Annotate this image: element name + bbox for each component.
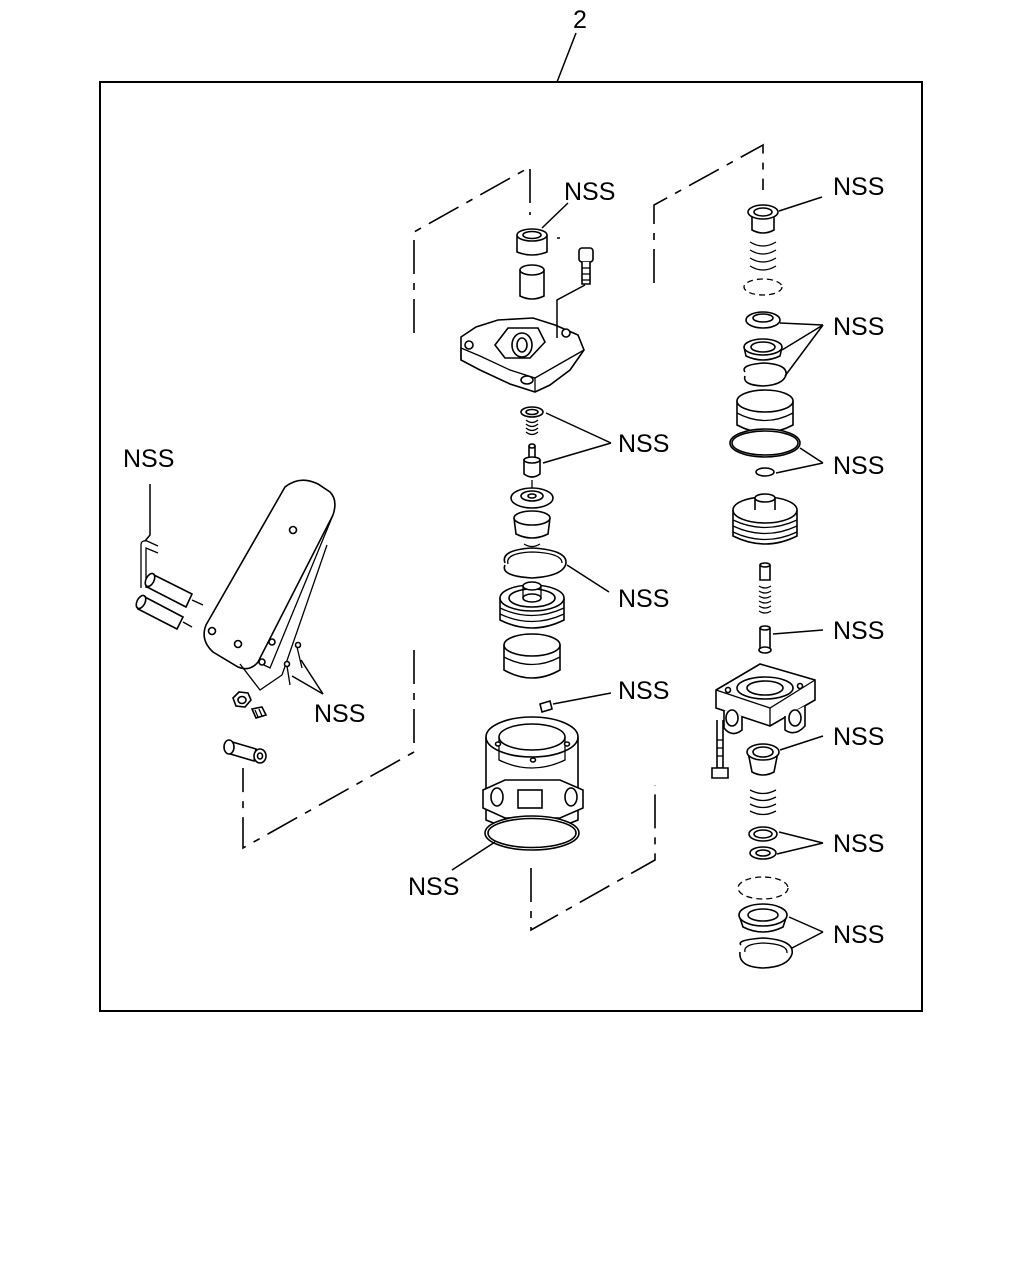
sleeve	[503, 633, 561, 679]
valve-body	[482, 716, 584, 831]
stopper	[223, 739, 267, 764]
seal-cup	[743, 338, 783, 361]
bushing	[516, 228, 548, 256]
hex-nut	[232, 691, 252, 708]
spring	[749, 241, 777, 271]
snap-ring	[503, 547, 567, 579]
nss-labels: NSS NSS NSS NSS NSS NSS NSS NSS NSS NSS …	[123, 173, 884, 949]
snap-ring	[739, 937, 794, 969]
bolt	[711, 720, 729, 779]
bleed-screw	[758, 625, 772, 654]
right-valve-stack	[711, 204, 816, 969]
small-pin	[539, 699, 553, 714]
nss-label: NSS	[833, 921, 884, 949]
item-number: 2	[573, 6, 587, 34]
nss-label: NSS	[618, 430, 669, 458]
cotter-pin	[286, 665, 291, 686]
assembly-frame	[99, 81, 923, 1012]
retainer-cup	[513, 510, 551, 539]
washer	[749, 846, 777, 860]
small-o-ring	[755, 467, 775, 477]
o-ring	[484, 815, 580, 851]
valve-disc	[510, 487, 554, 509]
bushing	[746, 743, 780, 776]
seal-ring	[748, 826, 778, 842]
nss-label: NSS	[314, 700, 365, 728]
plunger	[519, 264, 545, 300]
bushing	[747, 204, 779, 234]
sleeve	[736, 389, 794, 434]
bent-pin	[140, 540, 159, 588]
assembly-centerlines	[242, 143, 764, 932]
set-screw	[250, 706, 268, 719]
nss-label: NSS	[833, 617, 884, 645]
middle-valve-stack	[460, 228, 594, 851]
nss-label: NSS	[123, 445, 174, 473]
nss-label: NSS	[833, 452, 884, 480]
nss-label: NSS	[408, 873, 459, 901]
seal-cup	[738, 903, 788, 933]
o-ring	[520, 406, 544, 418]
stem	[758, 562, 772, 614]
valve-stem	[523, 443, 541, 490]
piston	[499, 581, 565, 629]
dashed-washer	[737, 876, 789, 900]
item-number-leader	[556, 32, 577, 83]
nss-label: NSS	[833, 313, 884, 341]
callout-leaders	[144, 196, 824, 949]
spring	[749, 789, 777, 816]
roller-pin	[144, 572, 194, 609]
dashed-washer	[743, 278, 783, 296]
snap-ring	[743, 362, 787, 387]
nss-label: NSS	[618, 677, 669, 705]
nss-label: NSS	[833, 173, 884, 201]
roller-pin	[135, 594, 185, 631]
seal-ring	[745, 311, 781, 329]
lower-cover	[715, 663, 816, 735]
o-ring	[729, 428, 801, 458]
nss-label: NSS	[618, 585, 669, 613]
nss-label: NSS	[564, 178, 615, 206]
top-cover	[460, 317, 585, 393]
nss-label: NSS	[833, 830, 884, 858]
spring	[525, 419, 539, 436]
piston	[732, 493, 798, 545]
bolt	[578, 247, 594, 285]
cotter-pin	[296, 646, 303, 669]
nss-label: NSS	[833, 723, 884, 751]
pedal-assembly	[135, 479, 336, 764]
